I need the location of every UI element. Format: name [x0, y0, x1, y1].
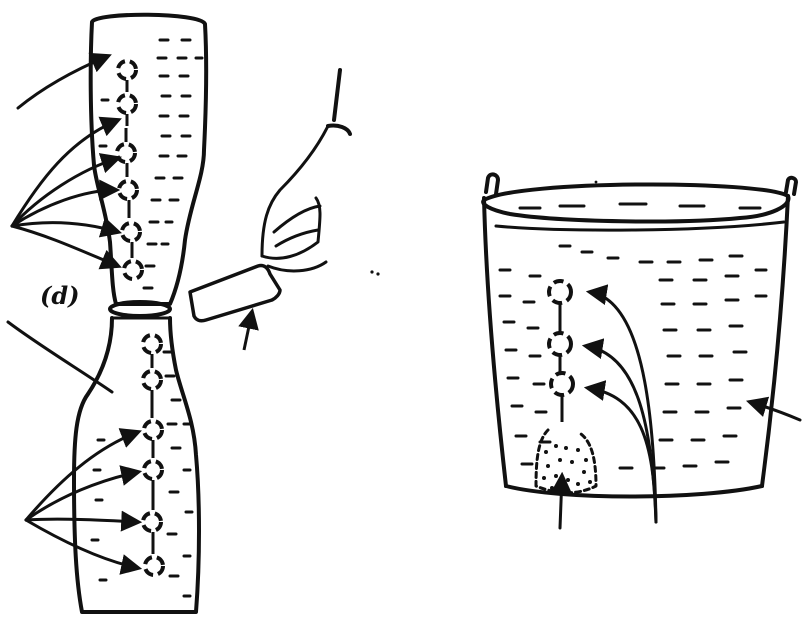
panel-label: (d): [40, 281, 80, 310]
bucket: [483, 174, 796, 496]
bubble-column-lower: [143, 335, 163, 575]
hand-with-card: [190, 70, 350, 350]
bucket-pointer-arrows: [560, 292, 800, 528]
sediment-source: [536, 430, 596, 493]
bubble-column-upper: [117, 61, 142, 279]
bucket-bubble-column: [549, 281, 573, 422]
